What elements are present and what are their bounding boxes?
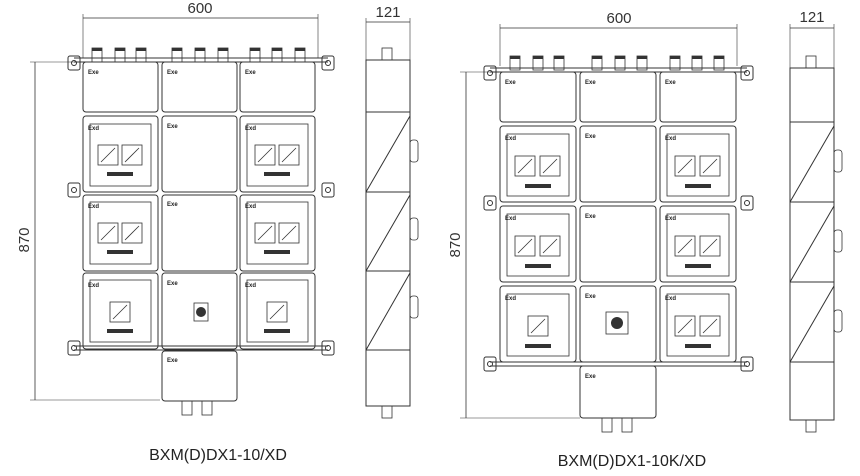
module-label: Exd	[505, 136, 516, 142]
side-view-1	[365, 18, 419, 419]
module-label: Exe	[585, 80, 596, 86]
module-label: Exe	[585, 134, 596, 140]
module-label: Exd	[665, 136, 676, 142]
module-label: Exe	[585, 214, 596, 220]
side-view-2-width-label: 121	[799, 9, 824, 26]
module-label: Exe	[167, 358, 178, 364]
module-label: Exd	[245, 126, 256, 132]
model-label-1: BXM(D)DX1-10/XD	[149, 447, 287, 464]
front-view-2-height-label: 870	[447, 232, 464, 257]
module-label: Exd	[88, 126, 99, 132]
front-view-2-module-labels: Exe Exe Exe Exd Exe Exd Exd Exe Exd Exd …	[505, 80, 676, 380]
module-label: Exe	[88, 70, 99, 76]
module-label: Exd	[88, 283, 99, 289]
module-label: Exd	[245, 204, 256, 210]
module-label: Exd	[665, 296, 676, 302]
module-label: Exe	[167, 70, 178, 76]
module-label: Exe	[505, 80, 516, 86]
module-label: Exd	[88, 204, 99, 210]
module-label: Exd	[505, 296, 516, 302]
model-label-2: BXM(D)DX1-10K/XD	[558, 453, 706, 470]
module-label: Exe	[167, 124, 178, 130]
side-view-1-width-label: 121	[375, 4, 400, 21]
module-label: Exe	[167, 281, 178, 287]
module-label: Exe	[665, 80, 676, 86]
module-label: Exe	[245, 70, 256, 76]
module-label: Exd	[245, 283, 256, 289]
module-label: Exe	[167, 202, 178, 208]
front-view-2-width-label: 600	[606, 10, 631, 27]
module-label: Exe	[585, 294, 596, 300]
module-label: Exd	[505, 216, 516, 222]
front-view-1-height-label: 870	[16, 227, 33, 252]
module-label: Exe	[585, 374, 596, 380]
front-view-1-width-label: 600	[187, 0, 212, 17]
side-view-2	[789, 24, 843, 433]
module-label: Exd	[665, 216, 676, 222]
front-view-1	[30, 14, 335, 416]
front-view-2	[460, 24, 754, 433]
front-view-1-module-labels: Exe Exe Exe Exd Exe Exd Exd Exe Exd Exd …	[88, 70, 256, 364]
